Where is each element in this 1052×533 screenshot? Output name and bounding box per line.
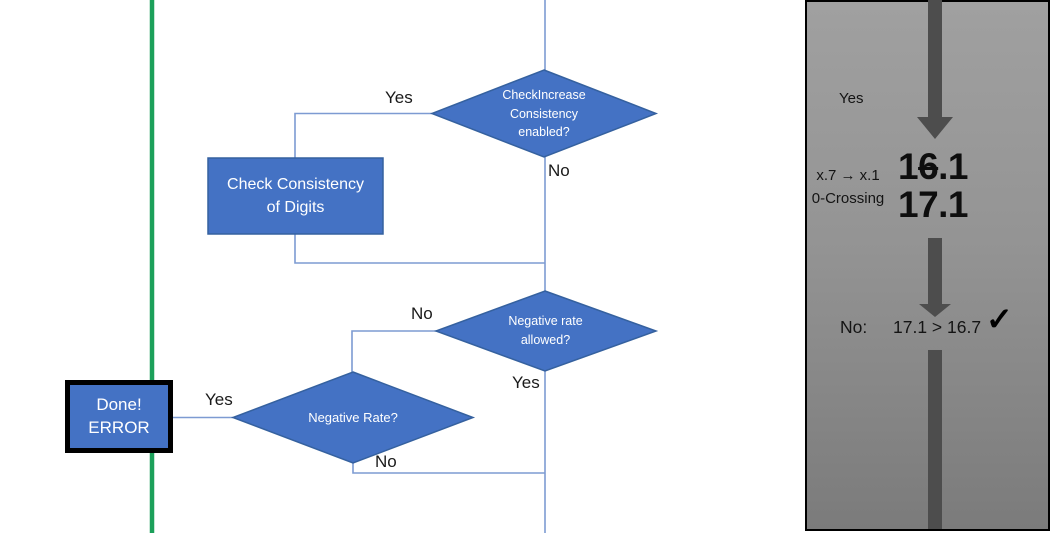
panel-values: 16.1 17.1 [898, 146, 969, 225]
old-value-prefix: 1 [898, 146, 919, 187]
side-panel [805, 0, 1050, 531]
label-negative-rate-no: No [375, 452, 397, 471]
old-value-suffix: .1 [938, 146, 969, 187]
connector-consistency-yes [294, 112, 433, 158]
decision-negative-allowed-text: Negative rate allowed? [508, 314, 583, 347]
arrow-head-2-down-icon [919, 304, 951, 317]
decision-diamond-consistency [429, 69, 659, 158]
arrow-head-1-down-icon [917, 117, 953, 139]
connector-negative-rate-no [352, 463, 545, 474]
decision-diamond-negative-allowed [433, 290, 659, 372]
terminator-error-text: Done! ERROR [88, 394, 150, 437]
connector-lines [173, 0, 546, 533]
arrow-shaft-2 [928, 238, 942, 305]
arrow-shaft-1 [928, 0, 942, 118]
panel-result-label: No: [840, 317, 868, 337]
connector-process-return [294, 234, 545, 264]
decision-negative-rate-text: Negative Rate? [308, 410, 398, 425]
process-box-check-consistency [207, 157, 384, 235]
panel-rule-line1: x.7 → x.1 [816, 167, 880, 184]
panel-rule-line2: 0-Crossing [811, 190, 885, 208]
panel-yes-label: Yes [839, 90, 864, 107]
terminator-box-error [65, 380, 173, 453]
panel-comparison: 17.1 > 16.7 [893, 317, 982, 337]
label-negative-allowed-no: No [411, 304, 433, 323]
label-negative-rate-yes: Yes [205, 390, 233, 409]
panel-rule-text: x.7 → x.1 0-Crossing [800, 164, 896, 211]
checkmark-icon: ✓ [986, 301, 1013, 337]
panel-arrows [917, 0, 953, 529]
decision-diamond-negative-rate [230, 371, 476, 464]
old-value-struck: 6 [918, 146, 939, 187]
decision-consistency-text: CheckIncrease Consistency enabled? [502, 87, 586, 140]
label-consistency-yes: Yes [385, 88, 413, 107]
label-negative-allowed-yes: Yes [512, 373, 540, 392]
panel-old-value: 16.1 [898, 146, 969, 187]
label-consistency-no: No [548, 161, 570, 180]
arrow-shaft-3 [928, 350, 942, 529]
connector-negative-allowed-no [351, 330, 437, 372]
process-check-text: Check Consistency of Digits [227, 175, 364, 216]
panel-new-value: 17.1 [898, 184, 969, 225]
